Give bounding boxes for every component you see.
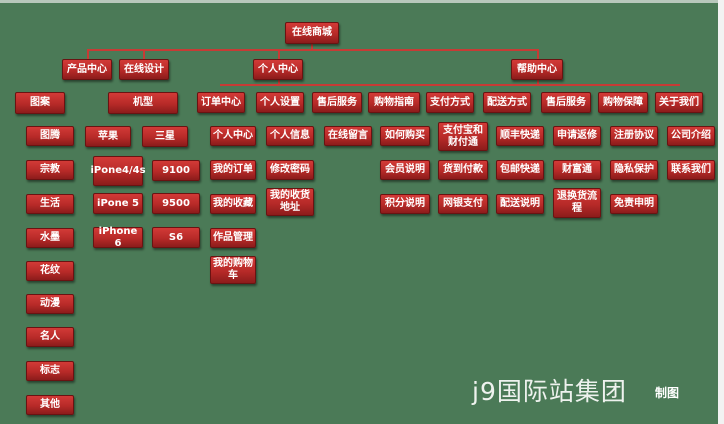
order-item: 个人中心 <box>210 126 256 146</box>
apple-model: iPone4/4s <box>90 156 146 186</box>
online-design-node: 在线设计 <box>119 59 169 80</box>
order-item: 我的购物车 <box>210 256 256 284</box>
delivery-item: 配送说明 <box>496 194 544 214</box>
personal-settings-node: 个人设置 <box>256 92 304 113</box>
connector-line <box>278 78 280 86</box>
guarantee-item: 免责申明 <box>610 194 658 214</box>
connector-line <box>87 49 89 59</box>
pattern-item: 花纹 <box>26 261 74 281</box>
shopping-guide-item: 会员说明 <box>380 160 430 180</box>
samsung-model: 9100 <box>152 160 200 181</box>
payment-item: 网银支付 <box>438 194 488 214</box>
delivery-node: 配送方式 <box>483 92 531 113</box>
connector-line <box>87 49 539 51</box>
help-after-sales-node: 售后服务 <box>541 92 591 113</box>
settings-item: 个人信息 <box>266 126 314 146</box>
connector-line <box>537 78 539 86</box>
help-after-sales-item: 申请返修 <box>553 126 601 146</box>
order-center-node: 订单中心 <box>197 92 245 113</box>
about-us-item: 联系我们 <box>667 160 715 180</box>
pattern-item: 宗教 <box>26 160 74 180</box>
help-after-sales-item: 退换货流程 <box>553 188 601 218</box>
delivery-item: 顺丰快递 <box>496 126 544 146</box>
watermark-text: j9国际站集团 <box>472 377 627 406</box>
pattern-item: 动漫 <box>26 294 74 314</box>
pattern-item: 图腾 <box>26 126 74 146</box>
pattern-item: 其他 <box>26 395 74 415</box>
help-center-node: 帮助中心 <box>511 59 563 80</box>
model-node: 机型 <box>108 92 178 114</box>
payment-item: 支付宝和财付通 <box>438 122 488 151</box>
guarantee-node: 购物保障 <box>598 92 648 113</box>
shopping-guide-item: 如何购买 <box>380 126 430 146</box>
personal-after-sales-node: 售后服务 <box>312 92 362 113</box>
settings-item: 我的收货地址 <box>266 188 314 216</box>
samsung-model: 9500 <box>152 193 200 214</box>
product-center-node: 产品中心 <box>62 59 112 80</box>
personal-center-node: 个人中心 <box>253 59 303 80</box>
order-item: 作品管理 <box>210 228 256 248</box>
delivery-item: 包邮快递 <box>496 160 544 180</box>
guarantee-item: 隐私保护 <box>610 160 658 180</box>
connector-line <box>220 84 680 86</box>
connector-line <box>278 49 280 59</box>
payment-item: 货到付款 <box>438 160 488 180</box>
order-item: 我的订单 <box>210 160 256 180</box>
about-us-node: 关于我们 <box>655 92 703 113</box>
samsung-model: S6 <box>152 227 200 248</box>
watermark-sub-text: 制图 <box>655 386 680 400</box>
pattern-item: 生活 <box>26 194 74 214</box>
apple-node: 苹果 <box>85 126 131 147</box>
about-us-item: 公司介绍 <box>667 126 715 146</box>
apple-model: iPone 5 <box>93 193 143 214</box>
pattern-item: 水墨 <box>26 228 74 248</box>
shopping-guide-item: 积分说明 <box>380 194 430 214</box>
guarantee-item: 注册协议 <box>610 126 658 146</box>
pattern-item: 标志 <box>26 361 74 381</box>
connector-line <box>537 49 539 59</box>
payment-node: 支付方式 <box>426 92 474 113</box>
shopping-guide-node: 购物指南 <box>368 92 420 113</box>
apple-model: iPhone 6 <box>93 226 143 249</box>
personal-after-sales-item: 在线留言 <box>324 126 372 146</box>
connector-line <box>143 49 145 59</box>
samsung-node: 三星 <box>142 126 188 147</box>
root-node: 在线商城 <box>285 22 339 44</box>
connector-line <box>311 43 313 51</box>
pattern-node: 图案 <box>15 92 65 114</box>
order-item: 我的收藏 <box>210 194 256 214</box>
pattern-item: 名人 <box>26 327 74 347</box>
help-after-sales-item: 财富通 <box>553 160 601 180</box>
settings-item: 修改密码 <box>266 160 314 180</box>
